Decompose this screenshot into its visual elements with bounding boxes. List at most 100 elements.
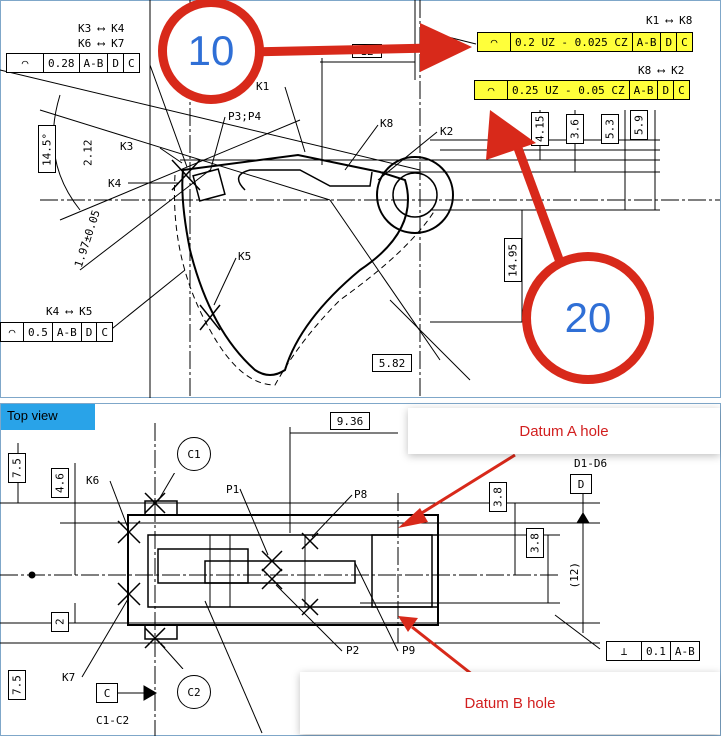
callout-20: 20 xyxy=(522,252,654,384)
fcf-left-ref1: A-B xyxy=(78,54,108,72)
fcf-bottom-left-ref1: A-B xyxy=(51,323,81,341)
diag-line-lower xyxy=(329,199,441,361)
diag-line-lower-2 xyxy=(389,299,471,381)
leader-k5 xyxy=(213,257,237,306)
arrow-datum-b-head xyxy=(398,616,418,632)
leader-p3p4 xyxy=(209,116,226,173)
profile-symbol-icon: ◠ xyxy=(8,325,16,339)
fcf-mid-right-label: K8 ⟷ K2 xyxy=(638,64,685,77)
leader-k6 xyxy=(109,480,129,529)
fcf-mid-right-value: 0.25 UZ - 0.05 CZ xyxy=(507,81,629,99)
eye-outer xyxy=(376,156,454,234)
fcf-top-right-value: 0.2 UZ - 0.025 CZ xyxy=(510,33,632,51)
fcf-left-ref3: C xyxy=(123,54,139,72)
label-k5: K5 xyxy=(238,250,252,263)
dim-38-b: 3.8 xyxy=(526,528,544,558)
small-block xyxy=(192,168,226,202)
fcf-mid-right-ref3: C xyxy=(673,81,689,99)
center-dot xyxy=(28,571,36,579)
fcf-bottom-left-label: K4 ⟷ K5 xyxy=(46,305,93,318)
angle-line-c xyxy=(59,119,301,221)
leader-p9 xyxy=(354,562,399,652)
angle-line-a xyxy=(0,69,421,171)
leader-bottom-diag xyxy=(204,600,263,734)
datum-d-box: D xyxy=(570,474,592,494)
leader-k8 xyxy=(344,124,379,171)
dim-46: 4.6 xyxy=(51,468,69,498)
label-p9: P9 xyxy=(402,644,416,657)
upper-drawing xyxy=(0,0,720,398)
circle-c2: C2 xyxy=(177,675,211,709)
note-datum-b: Datum B hole xyxy=(300,672,720,734)
fcf-mid-right-ref1: A-B xyxy=(628,81,658,99)
fcf-mid-right: ◠ 0.25 UZ - 0.05 CZ A-B D C xyxy=(474,80,690,100)
lower-drawing xyxy=(0,423,601,736)
fcf-perp-ref1: A-B xyxy=(669,642,699,660)
datum-d-triangle xyxy=(576,512,590,524)
note-datum-a: Datum A hole xyxy=(408,408,720,454)
leader-bottom-fcf xyxy=(107,269,186,333)
arrow-datum-a-head xyxy=(398,508,428,528)
dim-75-top: 7.5 xyxy=(8,453,26,483)
fcf-bottom-left: ◠ 0.5 A-B D C xyxy=(0,322,113,342)
upper-tab xyxy=(144,500,178,516)
label-k1: K1 xyxy=(256,80,270,93)
profile-symbol-icon: ◠ xyxy=(490,35,498,49)
profile-symbol-icon: ◠ xyxy=(487,83,495,97)
fcf-left-label-2: K6 ⟷ K7 xyxy=(78,37,125,50)
top-view-tab[interactable]: Top view xyxy=(1,404,95,430)
fcf-perp-value: 0.1 xyxy=(641,642,670,660)
label-c-range: C1-C2 xyxy=(96,714,130,727)
fcf-perp: ⊥ 0.1 A-B xyxy=(606,641,700,661)
body-inner xyxy=(147,534,439,608)
label-k6: K6 xyxy=(86,474,100,487)
dim-2: 2 xyxy=(51,612,69,632)
fcf-left-label-1: K3 ⟷ K4 xyxy=(78,22,125,35)
profile-symbol-icon: ◠ xyxy=(21,56,29,70)
leader-p8 xyxy=(311,494,353,538)
fcf-bottom-left-value: 0.5 xyxy=(23,323,52,341)
leader-p2 xyxy=(275,584,343,652)
body-end-block xyxy=(371,534,433,608)
label-k2: K2 xyxy=(440,125,454,138)
label-p2: P2 xyxy=(346,644,360,657)
fcf-top-right: ◠ 0.2 UZ - 0.025 CZ A-B D C xyxy=(477,32,693,52)
cross-p8 xyxy=(301,532,319,550)
fcf-top-right-ref1: A-B xyxy=(631,33,661,51)
arrow-datum-a xyxy=(411,453,516,521)
arrow-10 xyxy=(249,23,565,264)
fcf-left-value: 0.28 xyxy=(43,54,79,72)
datum-c-triangle xyxy=(143,685,157,701)
perpendicularity-icon: ⊥ xyxy=(620,644,628,658)
cross-c1 xyxy=(144,492,166,514)
fcf-left-ref2: D xyxy=(107,54,123,72)
cross-k3 xyxy=(171,159,201,191)
datum-c-box: C xyxy=(96,683,118,703)
leader-p1 xyxy=(239,488,269,556)
body-outer xyxy=(127,514,439,626)
fcf-top-right-label: K1 ⟷ K8 xyxy=(646,14,693,27)
dim-38-a: 3.8 xyxy=(489,482,507,512)
dim-12-paren: (12) xyxy=(568,562,581,589)
leader-perp xyxy=(554,614,601,650)
body-pin xyxy=(204,560,356,584)
arrow-datum-b xyxy=(411,625,479,681)
cross-k7 xyxy=(117,582,141,606)
fcf-left: ◠ 0.28 A-B D C xyxy=(6,53,140,73)
label-k3: K3 xyxy=(120,140,134,153)
leader-c2 xyxy=(157,640,184,670)
callout-10: 10 xyxy=(158,0,264,104)
angle-line-d xyxy=(79,169,211,271)
label-k7: K7 xyxy=(62,671,76,684)
leader-k7 xyxy=(81,598,129,678)
label-k8: K8 xyxy=(380,117,394,130)
dim-75-bot: 7.5 xyxy=(8,670,26,700)
dim-582: 5.82 xyxy=(372,354,412,372)
hook-detail xyxy=(237,169,373,191)
label-p3p4: P3;P4 xyxy=(228,110,262,123)
body-slot xyxy=(157,548,249,584)
dim-936: 9.36 xyxy=(330,412,370,430)
leader-k2 xyxy=(377,131,438,181)
cross-k6 xyxy=(117,520,141,544)
